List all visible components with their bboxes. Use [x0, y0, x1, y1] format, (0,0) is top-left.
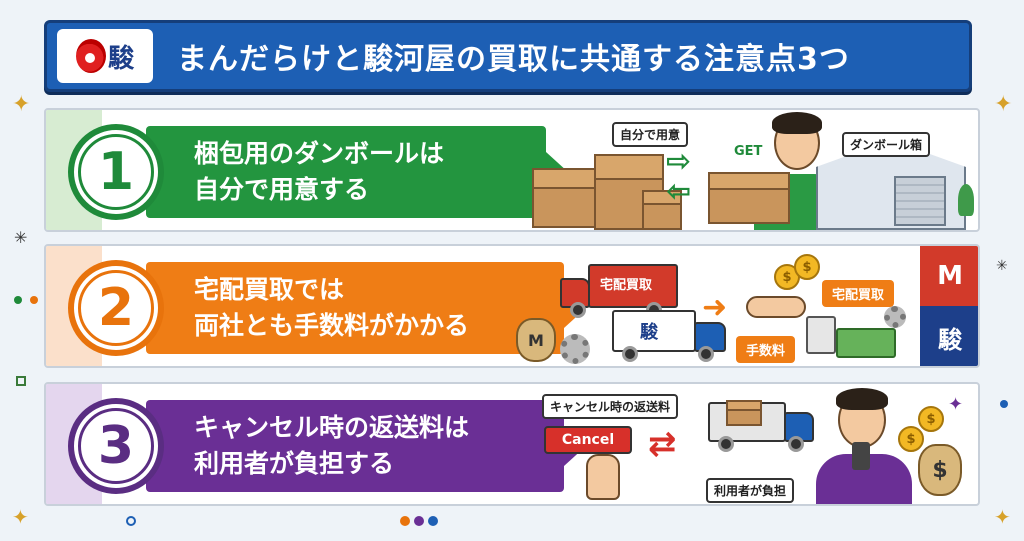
point-number: 3	[97, 416, 135, 476]
gear-icon	[560, 334, 590, 364]
cash-icon	[836, 328, 896, 358]
point-number: 2	[97, 278, 135, 338]
decor-dot	[428, 516, 438, 526]
coin-icon: $	[898, 426, 924, 452]
person-hair	[772, 112, 822, 134]
get-label: GET	[734, 144, 763, 159]
decor-dot	[1000, 400, 1008, 408]
point-panel-1: 1 梱包用のダンボールは 自分で用意する 自分で用意 ⇨ ⇦ GET ダンボール…	[44, 108, 980, 232]
surugaya-side-logo: 駿	[920, 306, 978, 366]
tag-return-fee: キャンセル時の返送料	[542, 394, 679, 419]
money-bag-icon: M	[516, 318, 556, 362]
delivery-truck-blue: 駿	[612, 308, 732, 366]
decor-dot	[30, 296, 38, 304]
sparkle-icon: ✦	[994, 92, 1013, 117]
point-label: キャンセル時の返送料は 利用者が負担する	[146, 400, 586, 492]
page-title: まんだらけと駿河屋の買取に共通する注意点3つ	[177, 42, 850, 77]
money-bag-icon: $	[918, 444, 962, 496]
coin-icon: $	[794, 254, 820, 280]
tag-self-prepare: 自分で用意	[612, 122, 689, 147]
mandarake-logo-icon	[75, 39, 106, 73]
point-label-line2: 両社とも手数料がかかる	[194, 311, 470, 340]
garage-door	[894, 176, 946, 226]
arrow-right-icon: ➜	[702, 290, 728, 325]
sparkle-icon: ✦	[12, 92, 31, 117]
arrow-right-icon: ⇨	[666, 144, 692, 179]
tag-takuhai: 宅配買取	[822, 280, 895, 307]
mandarake-side-logo: M	[920, 246, 978, 306]
tag-user-pays: 利用者が負担	[706, 478, 795, 503]
sparkle-icon: ✦	[12, 505, 29, 529]
phone-icon	[852, 442, 870, 470]
square-icon	[16, 376, 26, 386]
tag-cardboard-box: ダンボール箱	[842, 132, 931, 157]
sparkle-icon: ✦	[948, 394, 964, 415]
return-arrows-icon: ⇄	[648, 424, 677, 464]
held-box-illustration	[708, 172, 790, 224]
person-hair	[836, 388, 888, 410]
point-label: 宅配買取では 両社とも手数料がかかる	[146, 262, 586, 354]
title-banner: 駿 まんだらけと駿河屋の買取に共通する注意点3つ	[44, 20, 972, 92]
delivery-truck-blue	[708, 398, 818, 454]
cardboard-box-illustration	[532, 168, 604, 228]
truck-logo: 駿	[640, 322, 658, 343]
gear-icon	[884, 306, 906, 328]
point-label-line2: 自分で用意する	[194, 175, 370, 204]
sparkle-icon: ✳	[14, 228, 28, 247]
point-label-line1: 宅配買取では	[194, 275, 345, 304]
pointing-hand-icon	[586, 454, 620, 500]
point-panel-3: 3 キャンセル時の返送料は 利用者が負担する キャンセル時の返送料 Cancel…	[44, 382, 980, 506]
point-label-line2: 利用者が負担する	[194, 449, 395, 478]
point-number-badge: 3	[68, 398, 164, 494]
brand-logo: 駿	[57, 29, 153, 83]
coin-icon: $	[918, 406, 944, 432]
decor-dot	[14, 296, 22, 304]
tag-fee: 手数料	[736, 336, 796, 363]
calculator-icon	[806, 316, 836, 354]
cancel-button: Cancel	[544, 426, 632, 454]
cardboard-box-illustration	[726, 400, 762, 426]
surugaya-logo-text: 駿	[107, 43, 134, 74]
point-label: 梱包用のダンボールは 自分で用意する	[146, 126, 568, 218]
tree-icon	[958, 184, 974, 216]
truck-label: 宅配買取	[600, 278, 653, 293]
decor-dot	[400, 516, 410, 526]
hand-icon	[746, 296, 806, 318]
point-number-badge: 1	[68, 124, 164, 220]
point-number: 1	[97, 142, 135, 202]
decor-dot	[414, 516, 424, 526]
point-label-line1: キャンセル時の返送料は	[194, 413, 470, 442]
point-label-line1: 梱包用のダンボールは	[194, 139, 445, 168]
point-number-badge: 2	[68, 260, 164, 356]
sparkle-icon: ✳	[996, 258, 1008, 274]
arrow-left-icon: ⇦	[666, 174, 692, 209]
sparkle-icon: ✦	[994, 505, 1011, 529]
point-panel-2: 2 宅配買取では 両社とも手数料がかかる 宅配買取 駿 M ➜ $ $ 宅配買取…	[44, 244, 980, 368]
cardboard-box-illustration	[642, 190, 682, 230]
decor-dot	[126, 516, 136, 526]
